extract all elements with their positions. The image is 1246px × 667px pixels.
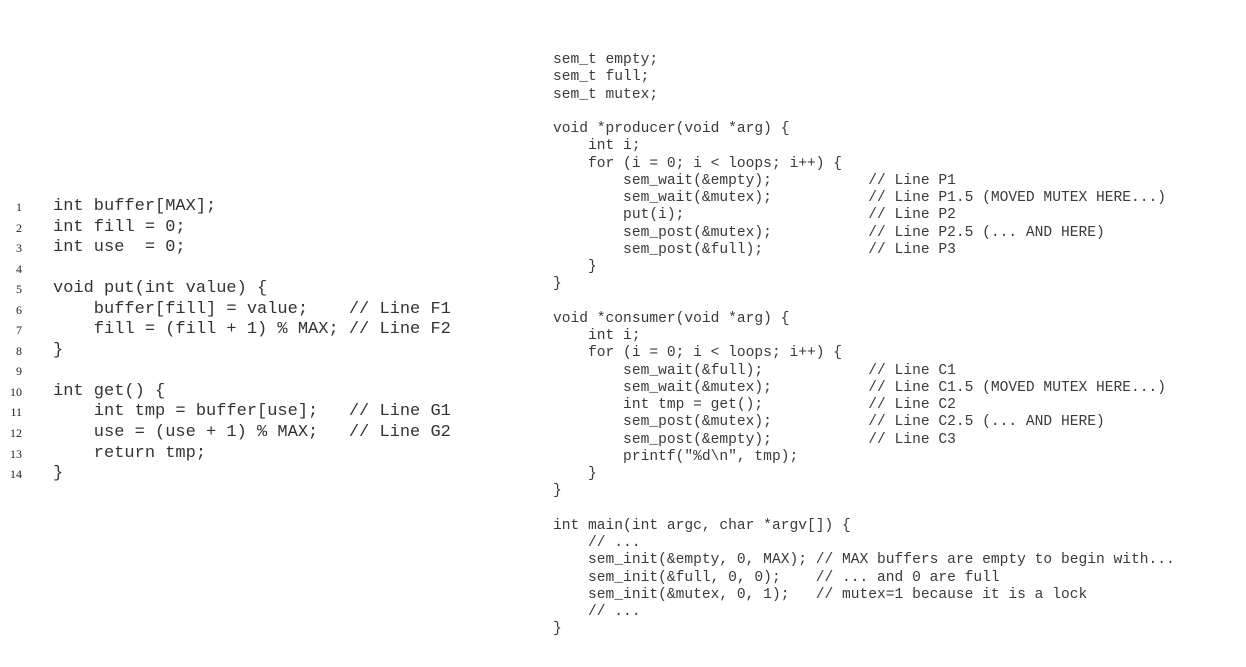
code-line: int i; [553, 328, 641, 344]
line-number: 3 [16, 241, 22, 256]
line-number: 8 [16, 343, 22, 358]
code-text: int tmp = buffer[use]; // Line G1 [53, 402, 451, 422]
code-line: sem_init(&empty, 0, MAX); // MAX buffers… [553, 552, 1175, 569]
code-line: int main(int argc, char *argv[]) { [553, 517, 851, 534]
code-line: } [553, 466, 597, 482]
code-text: int fill = 0; [53, 217, 186, 237]
code-line: sem_wait(&mutex); // Line C1.5 (MOVED MU… [553, 379, 1167, 396]
line-number: 5 [16, 282, 22, 297]
code-line: sem_t full; [553, 69, 650, 86]
code-line: } [553, 483, 562, 500]
code-line: sem_init(&full, 0, 0); // ... and 0 are … [553, 569, 1000, 586]
line-number: 7 [16, 323, 22, 338]
code-line [553, 501, 1175, 518]
code-line [553, 104, 1175, 121]
line-number: 4 [16, 261, 22, 276]
code-line: sem_wait(&empty); // Line P1 [553, 172, 956, 189]
code-line: sem_post(&empty); // Line C3 [553, 431, 956, 448]
code-line: for (i = 0; i < loops; i++) { [553, 345, 843, 362]
code-line: sem_post(&full); // Line P3 [553, 241, 956, 258]
line-number: 13 [10, 446, 22, 461]
code-text: fill = (fill + 1) % MAX; // Line F2 [53, 320, 451, 340]
code-line: } [553, 621, 562, 638]
code-line: printf("%d\n", tmp); [553, 448, 799, 465]
code-line: sem_init(&mutex, 0, 1); // mutex=1 becau… [553, 586, 1088, 603]
code-line: void *consumer(void *arg) { [553, 310, 790, 327]
code-text: return tmp; [53, 443, 207, 463]
code-line: sem_wait(&mutex); // Line P1.5 (MOVED MU… [553, 190, 1167, 206]
line-number: 14 [10, 467, 22, 482]
code-line: } [553, 276, 562, 293]
code-line: void *producer(void *arg) { [553, 121, 790, 137]
code-line: int i; [553, 138, 641, 155]
code-line: // ... [553, 604, 641, 620]
line-number: 9 [16, 364, 22, 379]
code-line: put(i); // Line P2 [553, 207, 956, 224]
code-line: sem_t mutex; [553, 86, 659, 103]
code-line: sem_wait(&full); // Line C1 [553, 362, 956, 379]
code-line [553, 294, 1175, 311]
code-text: use = (use + 1) % MAX; // Line G2 [53, 423, 451, 443]
producer-consumer-code-listing: sem_t empty;sem_t full;sem_t mutex; void … [553, 52, 1175, 639]
code-line: int tmp = get(); // Line C2 [553, 397, 956, 413]
code-text: int buffer[MAX]; [53, 197, 217, 216]
code-text: void put(int value) { [53, 279, 268, 299]
code-text: int get() { [53, 381, 166, 401]
line-number: 12 [10, 426, 22, 441]
line-number: 2 [16, 220, 22, 235]
code-text: } [53, 340, 64, 360]
line-number: 1 [16, 200, 22, 214]
line-number: 11 [10, 405, 22, 420]
code-text: } [53, 464, 64, 484]
code-line: } [553, 259, 597, 275]
code-line: sem_post(&mutex); // Line P2.5 (... AND … [553, 224, 1105, 241]
code-line: // ... [553, 535, 641, 551]
line-number: 10 [10, 384, 22, 399]
code-line: sem_t empty; [553, 52, 659, 68]
code-text: buffer[fill] = value; // Line F1 [53, 299, 451, 319]
code-text: int use = 0; [53, 238, 186, 258]
line-number: 6 [16, 302, 22, 317]
code-line: sem_post(&mutex); // Line C2.5 (... AND … [553, 414, 1105, 431]
code-line: for (i = 0; i < loops; i++) { [553, 155, 843, 172]
